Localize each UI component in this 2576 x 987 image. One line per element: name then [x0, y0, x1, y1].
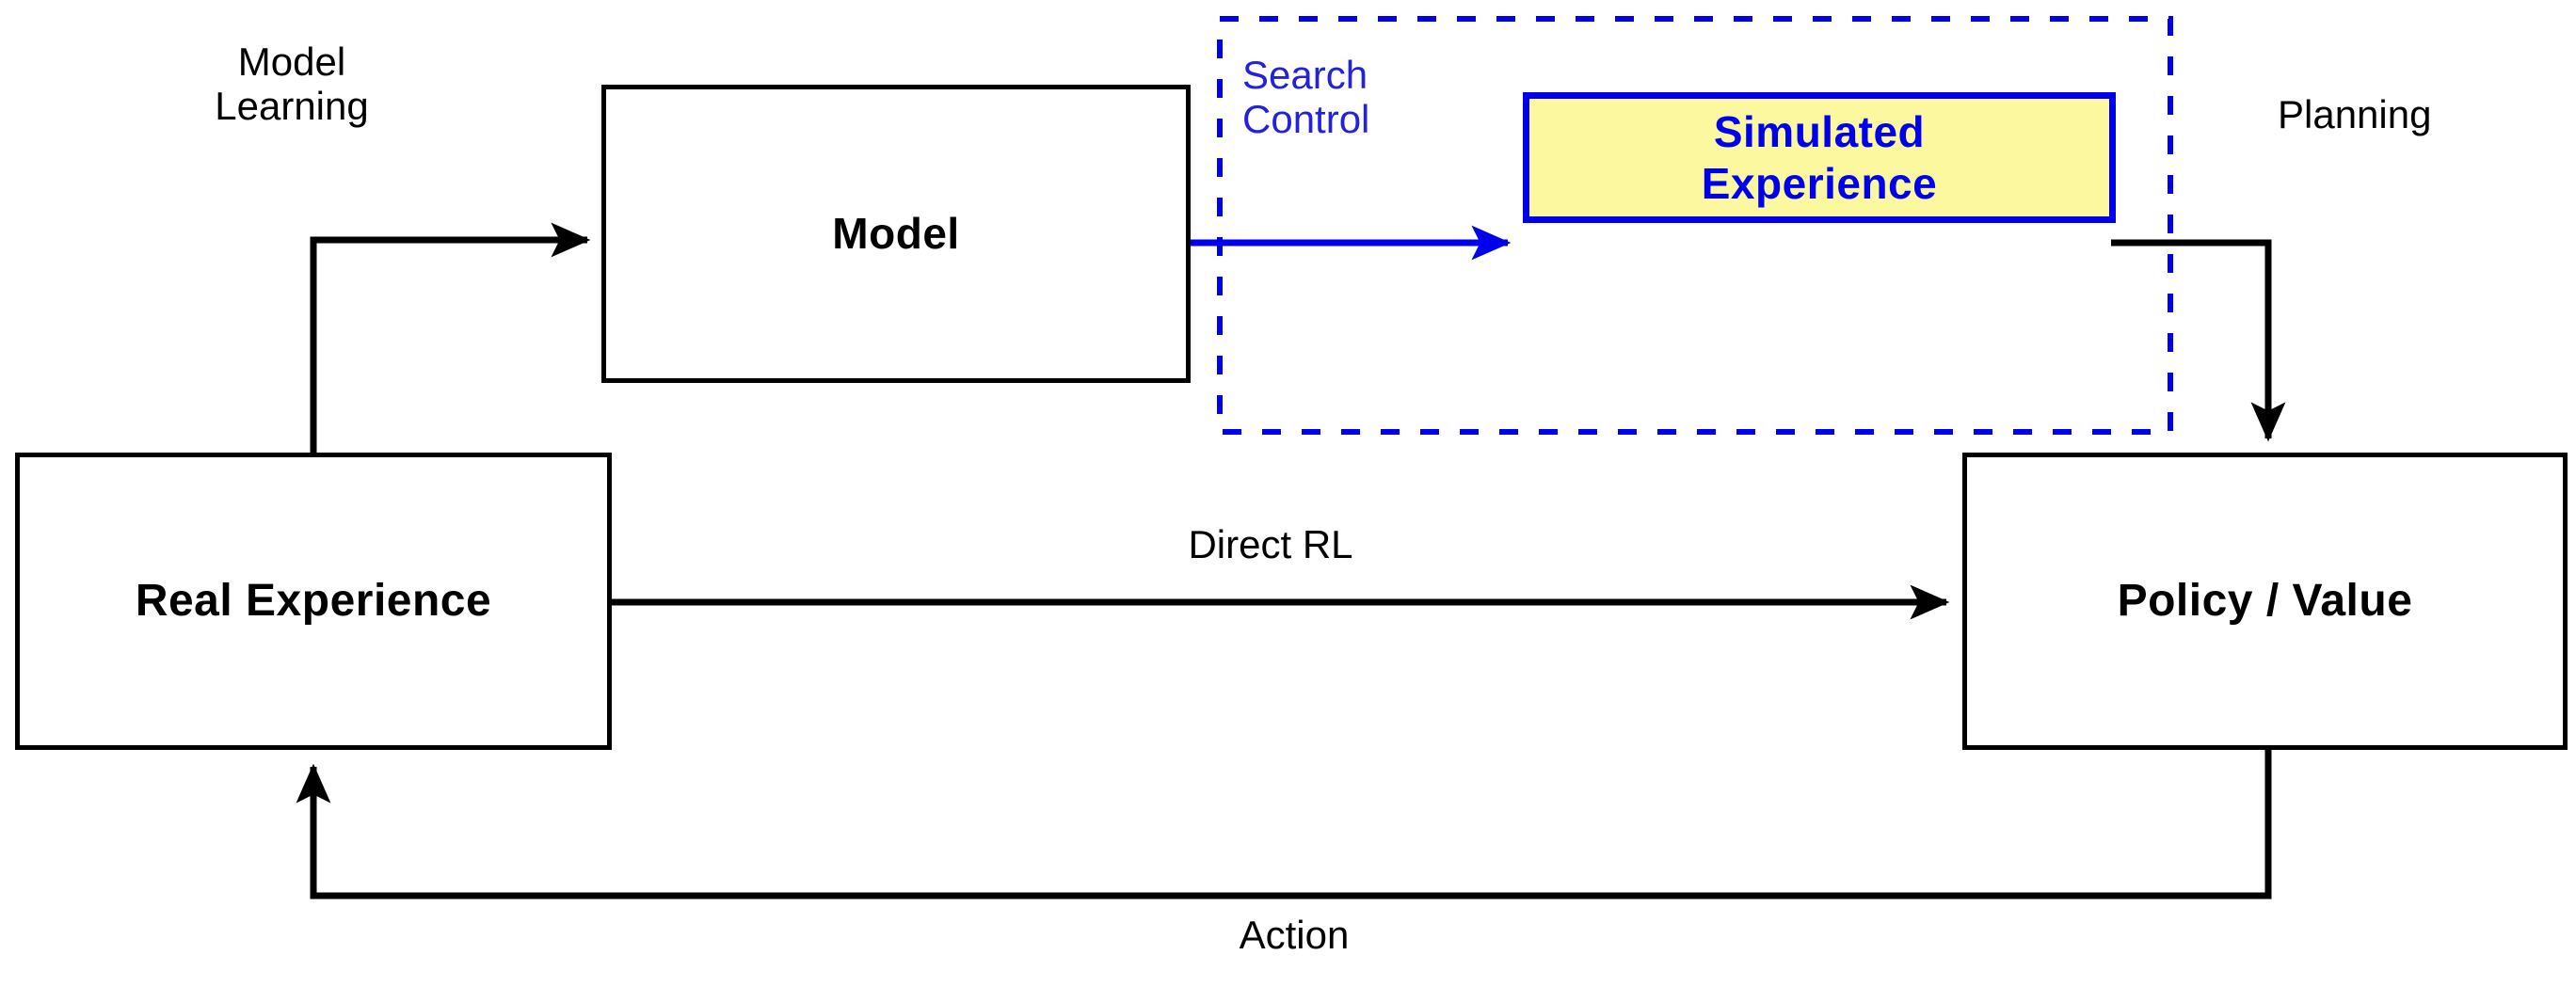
edge-label-search-control: Search Control [1242, 53, 1370, 142]
node-policy-value-label: Policy / Value [2117, 575, 2413, 626]
node-model-label: Model [832, 209, 960, 259]
edge-label-direct-rl: Direct RL [1188, 522, 1353, 566]
node-simulated-experience[interactable]: Simulated Experience [1523, 92, 2116, 223]
node-simulated-experience-label: Simulated Experience [1701, 107, 1938, 208]
edge-label-model-learning: Model Learning [215, 40, 369, 129]
planning-region-dashed-border [1217, 16, 2173, 435]
edge-planning-line [2111, 239, 2286, 442]
edge-label-action: Action [1239, 913, 1350, 957]
node-real-experience-label: Real Experience [135, 575, 492, 626]
edge-model-learning-line [310, 222, 591, 453]
edge-action-line [296, 750, 2272, 899]
node-real-experience[interactable]: Real Experience [15, 453, 612, 750]
node-model[interactable]: Model [601, 85, 1191, 383]
edge-label-planning: Planning [2278, 92, 2432, 136]
node-policy-value[interactable]: Policy / Value [1962, 453, 2568, 750]
